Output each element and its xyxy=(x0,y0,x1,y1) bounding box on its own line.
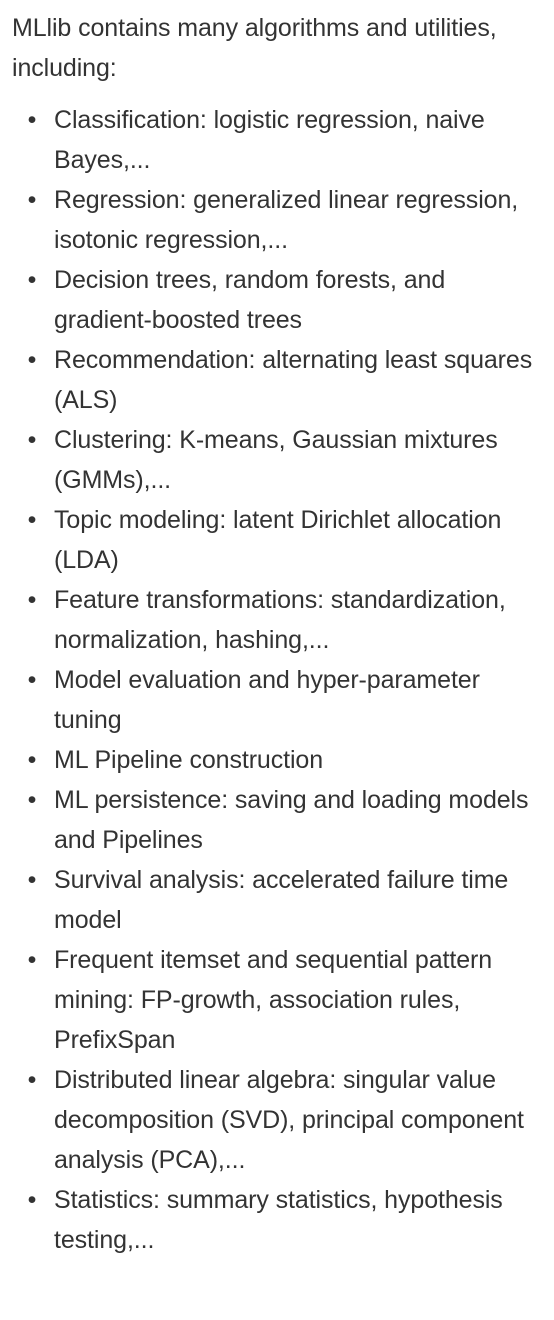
bullet-icon: • xyxy=(27,186,37,214)
algorithm-list: • Classification: logistic regression, na… xyxy=(12,100,542,1260)
list-item-text: Topic modeling: latent Dirichlet allocat… xyxy=(54,506,502,574)
bullet-icon: • xyxy=(27,506,37,534)
bullet-icon: • xyxy=(27,1066,37,1094)
list-item-text: Feature transformations: standardization… xyxy=(54,586,506,654)
list-item-text: ML Pipeline construction xyxy=(54,746,324,774)
list-item: • Frequent itemset and sequential pattern… xyxy=(12,940,542,1060)
intro-paragraph: MLlib contains many algorithms and utili… xyxy=(12,14,497,82)
list-item-text: ML persistence: saving and loading model… xyxy=(54,786,529,854)
list-item: • ML persistence: saving and loading mode… xyxy=(12,780,542,860)
list-item: • Classification: logistic regression, na… xyxy=(12,100,542,180)
list-item: • ML Pipeline construction xyxy=(12,740,542,780)
list-item-text: Clustering: K-means, Gaussian mixtures (… xyxy=(54,426,498,494)
bullet-icon: • xyxy=(27,106,37,134)
bullet-icon: • xyxy=(27,746,37,774)
list-item-text: Distributed linear algebra: singular val… xyxy=(54,1066,524,1174)
bullet-icon: • xyxy=(27,426,37,454)
list-item-text: Recommendation: alternating least square… xyxy=(54,346,533,414)
bullet-icon: • xyxy=(27,1186,37,1214)
list-item-text: Decision trees, random forests, and grad… xyxy=(54,266,446,334)
list-item: • Statistics: summary statistics, hypothe… xyxy=(12,1180,542,1260)
bullet-icon: • xyxy=(27,346,37,374)
list-item-text: Model evaluation and hyper-parameter tun… xyxy=(54,666,480,734)
list-item: • Distributed linear algebra: singular va… xyxy=(12,1060,542,1180)
list-item: • Survival analysis: accelerated failure … xyxy=(12,860,542,940)
list-item: • Decision trees, random forests, and gra… xyxy=(12,260,542,340)
list-item-text: Survival analysis: accelerated failure t… xyxy=(54,866,509,934)
bullet-icon: • xyxy=(27,866,37,894)
bullet-icon: • xyxy=(27,586,37,614)
bullet-icon: • xyxy=(27,266,37,294)
list-item: • Clustering: K-means, Gaussian mixtures … xyxy=(12,420,542,500)
document-body: MLlib contains many algorithms and utili… xyxy=(12,14,542,1260)
bullet-icon: • xyxy=(27,666,37,694)
list-item-text: Regression: generalized linear regressio… xyxy=(54,186,519,254)
list-item-text: Classification: logistic regression, nai… xyxy=(54,106,485,174)
list-item-text: Frequent itemset and sequential pattern … xyxy=(54,946,493,1054)
list-item: • Model evaluation and hyper-parameter tu… xyxy=(12,660,542,740)
list-item: • Recommendation: alternating least squar… xyxy=(12,340,542,420)
list-item-text: Statistics: summary statistics, hypothes… xyxy=(54,1186,503,1254)
bullet-icon: • xyxy=(27,786,37,814)
list-item: • Regression: generalized linear regressi… xyxy=(12,180,542,260)
list-item: • Topic modeling: latent Dirichlet alloca… xyxy=(12,500,542,580)
bullet-icon: • xyxy=(27,946,37,974)
list-item: • Feature transformations: standardizatio… xyxy=(12,580,542,660)
